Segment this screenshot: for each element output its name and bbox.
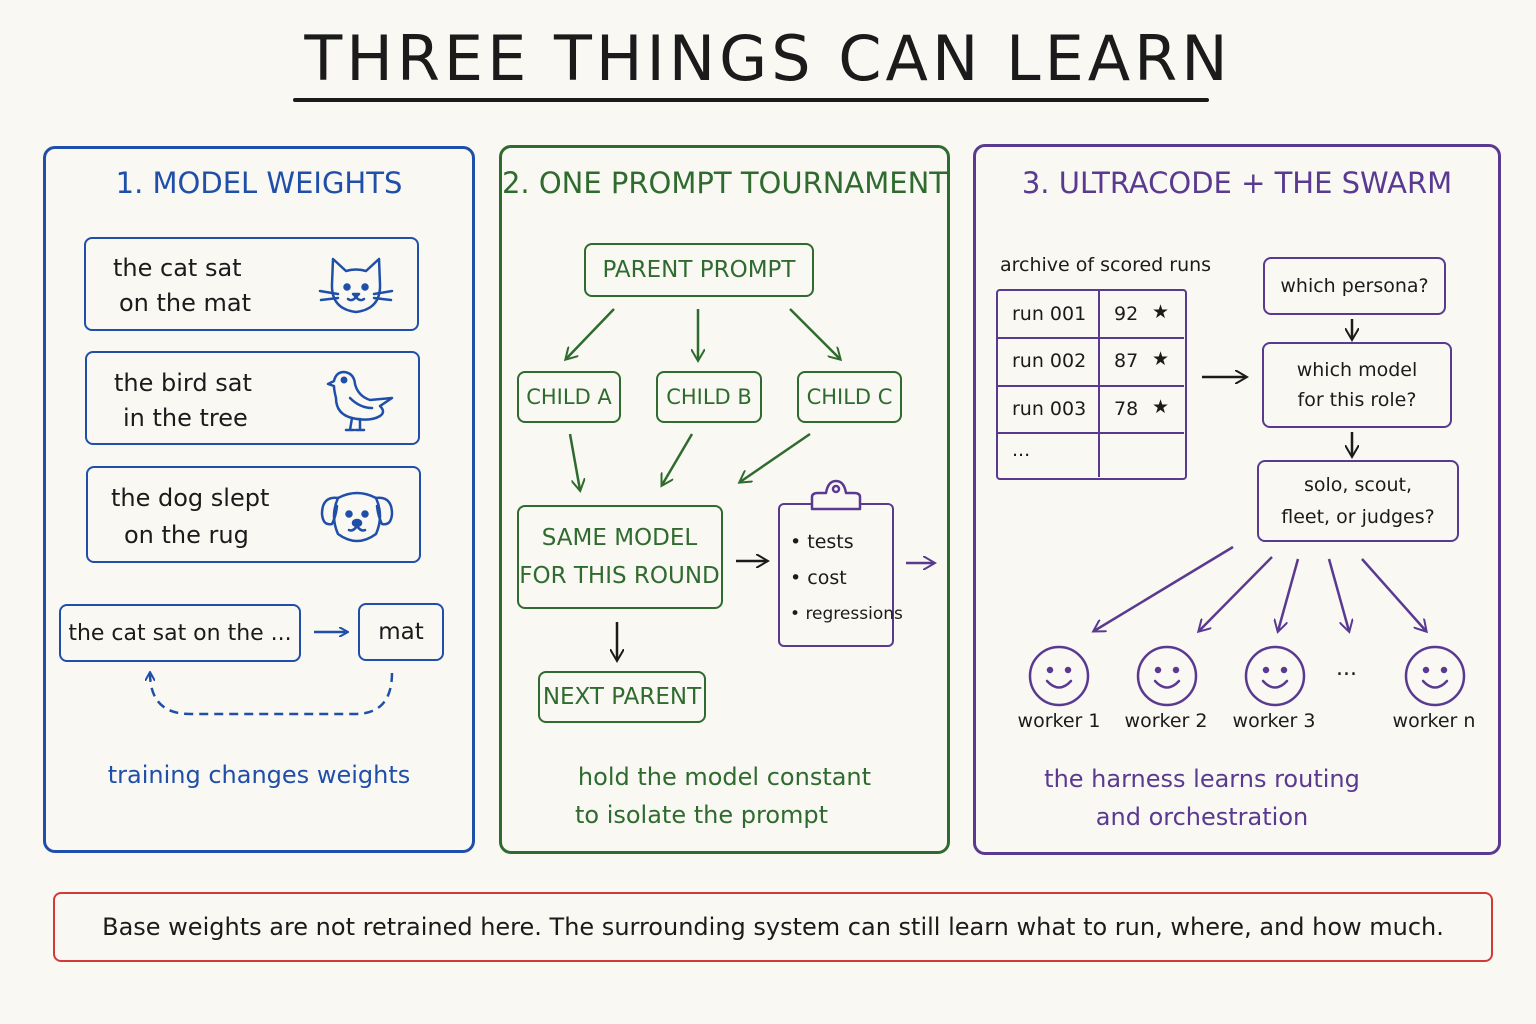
cat-icon [318,257,394,314]
title-underline [293,98,1209,102]
panel-model-weights [43,146,475,853]
orchestration-question-box: solo, scout, fleet, or judges? [1257,460,1459,542]
arrow-to-worker-3 [1278,558,1300,631]
star-icon: ★ [1152,301,1170,323]
arrow-child-a-to-model [568,433,580,490]
input-context-box: the cat sat on the ... [59,604,301,662]
example-card: the bird sat in the tree [85,351,420,445]
arrow-to-worker-ellipsis [1327,558,1349,631]
run-id: run 003 [1012,398,1087,420]
run-score: 92 [1114,303,1139,325]
panel2-title: 2. ONE PROMPT TOURNAMENT [501,166,948,200]
worker-smiley-icon [1244,645,1306,707]
checklist-item: • regressions [790,604,903,624]
panel2-caption-line: to isolate the prompt [574,801,829,829]
child-a-box: CHILD A [517,371,621,423]
worker-smiley-icon [1136,645,1198,707]
panel3-caption-line: and orchestration [1095,803,1309,831]
example-line: the bird sat [114,369,252,397]
worker-label: worker 2 [1124,710,1208,732]
panel-ultracode-swarm [973,144,1501,855]
checklist-item: • cost [790,567,847,589]
model-role-question-box: which model for this role? [1262,342,1452,428]
worker-smiley-icon [1028,645,1090,707]
arrow-child-b-to-model [662,433,694,485]
example-card: the dog slept on the rug [86,466,421,563]
arrow-to-worker-1 [1094,545,1234,631]
child-c-box: CHILD C [797,371,902,423]
star-icon: ★ [1152,396,1170,418]
worker-label: worker 1 [1017,710,1101,732]
run-id: run 002 [1012,350,1087,372]
star-icon: ★ [1152,348,1170,370]
arrow-child-c-to-model [740,432,811,482]
run-id: ... [1012,439,1031,461]
worker-label: worker 3 [1232,710,1316,732]
arrow-to-worker-n [1361,558,1426,631]
panel1-title: 1. MODEL WEIGHTS [115,166,403,200]
example-line: the dog slept [111,484,270,512]
run-score: 78 [1114,398,1139,420]
child-b-box: CHILD B [656,371,762,423]
feedback-loop-arrow [150,673,394,716]
checklist-item: • tests [790,531,854,553]
example-line: the cat sat [113,254,242,282]
same-model-line: FOR THIS ROUND [519,563,720,589]
worker-label: worker n [1392,710,1476,732]
page-title: THREE THINGS CAN LEARN [304,22,1232,95]
arrow-to-worker-2 [1199,556,1273,631]
worker-smiley-icon [1404,645,1466,707]
archive-label: archive of scored runs [1000,254,1212,276]
workers-ellipsis: ... [1336,656,1357,681]
persona-question-box: which persona? [1263,257,1446,315]
example-card: the cat sat on the mat [84,237,419,331]
arrow-parent-to-child-a [566,308,615,359]
footer-note-box [53,892,1493,962]
next-parent-box: NEXT PARENT [538,671,706,723]
footer-note: Base weights are not retrained here. The… [102,913,1444,941]
panel1-caption: training changes weights [107,761,411,789]
arrow-parent-to-child-c [789,308,840,359]
panel-prompt-tournament [499,145,950,854]
run-score: 87 [1114,350,1139,372]
same-model-line: SAME MODEL [541,525,698,551]
parent-prompt-box: PARENT PROMPT [584,243,814,297]
panel3-caption-line: the harness learns routing [1044,765,1360,793]
example-line: on the rug [124,521,249,549]
predicted-token-box: mat [358,603,444,661]
run-id: run 001 [1012,303,1087,325]
dog-icon [320,491,394,543]
clipboard-clip-icon [810,479,862,511]
example-line: in the tree [123,404,248,432]
same-model-box: SAME MODEL FOR THIS ROUND [517,505,723,609]
example-line: on the mat [119,289,252,317]
bird-icon [326,370,394,432]
scored-runs-table: run 001 92 ★ run 002 87 ★ run 003 78 ★ .… [996,289,1187,480]
panel3-title: 3. ULTRACODE + THE SWARM [1021,166,1453,200]
panel2-caption-line: hold the model constant [577,763,872,791]
